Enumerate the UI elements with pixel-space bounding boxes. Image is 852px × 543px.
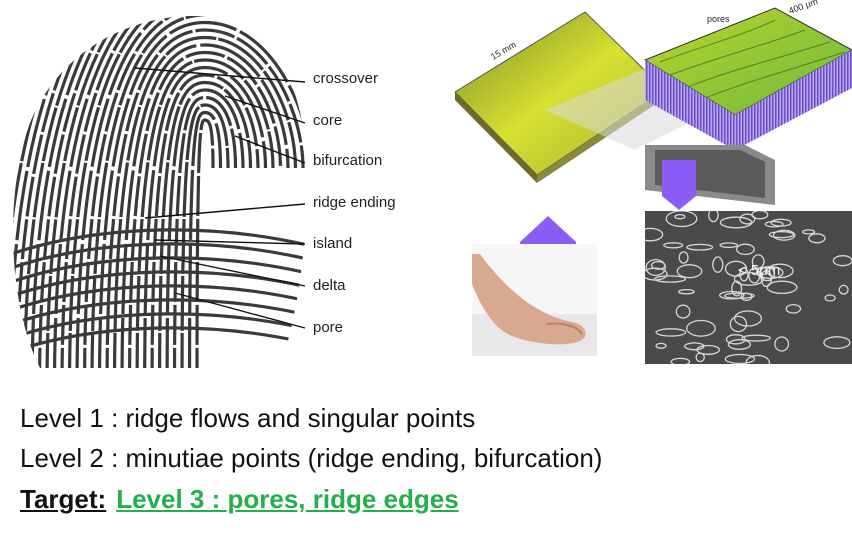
sem-scale-label: < 5μm: [738, 262, 781, 279]
label-core: core: [313, 112, 343, 129]
label-bifurcation: bifurcation: [313, 152, 383, 169]
arrow-down-icon: [662, 160, 696, 210]
target-key: Target:: [20, 484, 107, 514]
label-delta: delta: [313, 277, 346, 294]
target-line: Target: Level 3 : pores, ridge edges: [20, 484, 459, 515]
pores-label: pores: [707, 14, 730, 24]
sensor-3d-illustration: 15 mm pores 400 μm: [454, 0, 852, 205]
target-value: Level 3 : pores, ridge edges: [116, 484, 459, 514]
annotation-lines: [134, 67, 306, 329]
scale-right-label: 400 μm: [787, 0, 819, 16]
label-island: island: [313, 235, 353, 252]
label-pore: pore: [313, 319, 344, 336]
label-ridge-ending: ridge ending: [313, 194, 396, 211]
fingerprint-diagram: crossover core bifurcation ridge ending …: [0, 8, 440, 368]
label-crossover: crossover: [313, 70, 379, 87]
fingerprint-image: [0, 8, 440, 368]
level-1-text: Level 1 : ridge flows and singular point…: [20, 403, 476, 433]
finger-photo: [472, 244, 597, 356]
level-2-text: Level 2 : minutiae points (ridge ending,…: [20, 443, 603, 473]
sem-microscope-image: [645, 211, 852, 364]
